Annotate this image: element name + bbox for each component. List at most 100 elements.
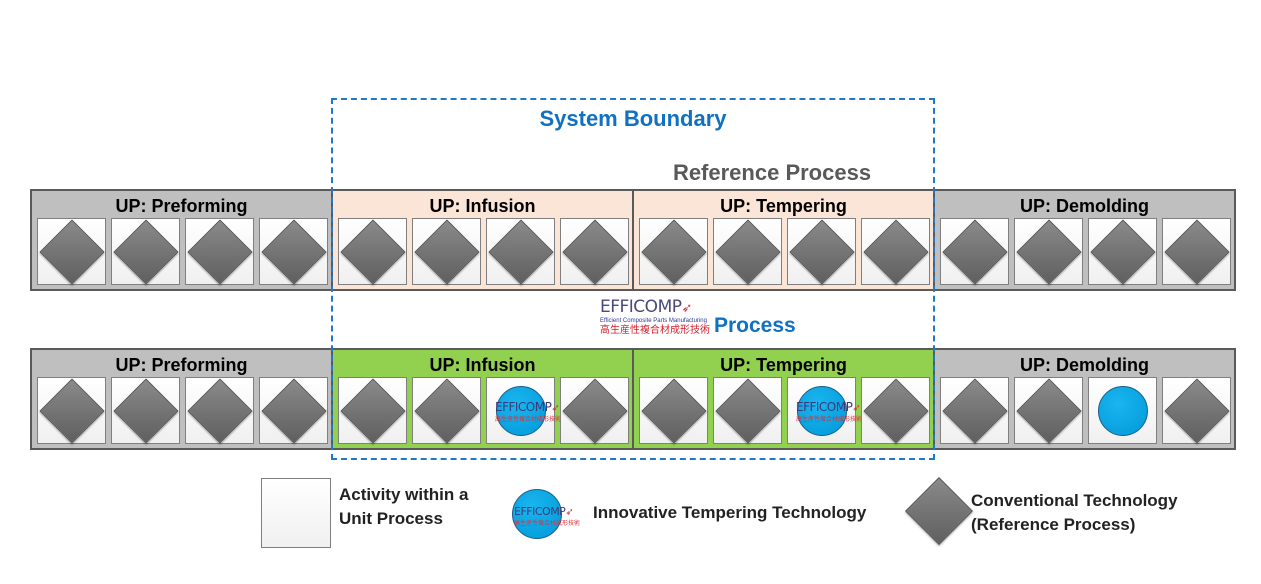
unit-process-demolding: UP: Demolding [933,350,1234,448]
activity-box [37,218,106,285]
reference-process-label: Reference Process [672,160,872,185]
activity-box [787,218,856,285]
efficomp-logo: EFFICOMP➶ Efficient Composite Parts Manu… [600,299,710,337]
conventional-technology-icon [186,377,253,444]
activity-box [412,218,481,285]
bird-icon: ➶ [681,301,692,316]
activity-box [338,218,407,285]
unit-process-preforming: UP: Preforming [32,350,331,448]
unit-process-infusion: UP: Infusion [331,191,632,289]
efficomp-process-title: EFFICOMP➶ Efficient Composite Parts Manu… [600,299,796,337]
efficomp-mini-logo: EFFICOMP➶高生産性複合材成形技術 [796,400,863,423]
activity-box [713,218,782,285]
activity-box [861,218,930,285]
conventional-technology-icon [1015,377,1082,444]
activity-box [1088,377,1157,444]
conventional-technology-icon [941,218,1008,285]
activity-box [940,218,1009,285]
conventional-technology-icon [413,377,480,444]
activity-box [259,377,328,444]
efficomp-logo-text: EFFICOMP [600,297,682,317]
unit-process-tempering: UP: Tempering [632,191,933,289]
activity-box [560,218,629,285]
activity-box [1088,218,1157,285]
conventional-technology-icon [1163,218,1230,285]
conventional-technology-icon [260,218,327,285]
activity-box [639,377,708,444]
conventional-technology-icon [38,377,105,444]
unit-process-preforming: UP: Preforming [32,191,331,289]
conventional-technology-icon [38,218,105,285]
innovative-technology-icon: EFFICOMP➶高生産性複合材成形技術 [512,489,580,539]
activity-box [412,377,481,444]
activity-box: EFFICOMP➶高生産性複合材成形技術 [486,377,561,444]
unit-process-label: UP: Preforming [115,355,248,375]
innovative-technology-icon [1097,385,1148,436]
innovative-technology-icon [796,385,847,436]
activity-box [111,377,180,444]
conventional-technology-icon [112,218,179,285]
conventional-technology-icon [1163,377,1230,444]
unit-process-label: UP: Demolding [1020,196,1149,216]
conventional-technology-icon [714,218,781,285]
conventional-technology-icon [339,377,406,444]
unit-process-label: UP: Tempering [720,355,847,375]
legend-activity-line2: Unit Process [339,509,443,528]
activity-box [1162,218,1231,285]
legend-innovative-label: Innovative Tempering Technology [593,503,867,522]
conventional-technology-icon [905,477,973,545]
legend-activity-line1: Activity within a [339,485,469,504]
activity-box [338,377,407,444]
conventional-technology-icon [487,218,554,285]
conventional-technology-icon [862,218,929,285]
reference-process-row: UP: Preforming UP: Infusion UP: Tempering U… [30,189,1236,291]
conventional-technology-icon [640,218,707,285]
conventional-technology-icon [941,377,1008,444]
efficomp-mini-logo: EFFICOMP➶高生産性複合材成形技術 [495,400,562,423]
activity-box [185,218,254,285]
conventional-technology-icon [186,218,253,285]
conventional-technology-icon [862,377,929,444]
activity-box [259,218,328,285]
activity-box [861,377,930,444]
conventional-technology-icon [260,377,327,444]
legend-conventional-line1: Conventional Technology [971,491,1178,510]
legend-conventional-label: Conventional Technology (Reference Proce… [971,489,1178,537]
activity-box [37,377,106,444]
conventional-technology-icon [339,218,406,285]
activity-box [185,377,254,444]
activity-box [111,218,180,285]
activity-box [940,377,1009,444]
conventional-technology-icon [788,218,855,285]
activity-box [1162,377,1231,444]
conventional-technology-icon [1089,218,1156,285]
activity-box [560,377,629,444]
conventional-technology-icon [561,377,628,444]
unit-process-label: UP: Preforming [115,196,248,216]
process-label: Process [714,314,796,337]
innovative-technology-icon [495,385,546,436]
activity-box: EFFICOMP➶高生産性複合材成形技術 [787,377,862,444]
unit-process-label: UP: Tempering [720,196,847,216]
system-boundary-label: System Boundary [539,106,727,131]
activity-box [486,218,555,285]
activity-box [1014,218,1083,285]
conventional-technology-icon [413,218,480,285]
unit-process-label: UP: Infusion [429,355,536,375]
conventional-technology-icon [112,377,179,444]
legend-activity-label: Activity within a Unit Process [339,483,468,531]
legend-conventional-line2: (Reference Process) [971,515,1136,534]
conventional-technology-icon [640,377,707,444]
efficomp-logo-cjk: 高生産性複合材成形技術 [600,325,710,336]
unit-process-demolding: UP: Demolding [933,191,1234,289]
activity-box [639,218,708,285]
conventional-technology-icon [714,377,781,444]
conventional-technology-icon [561,218,628,285]
legend-activity-box [261,478,331,548]
unit-process-label: UP: Demolding [1020,355,1149,375]
conventional-technology-icon [1015,218,1082,285]
activity-box [713,377,782,444]
